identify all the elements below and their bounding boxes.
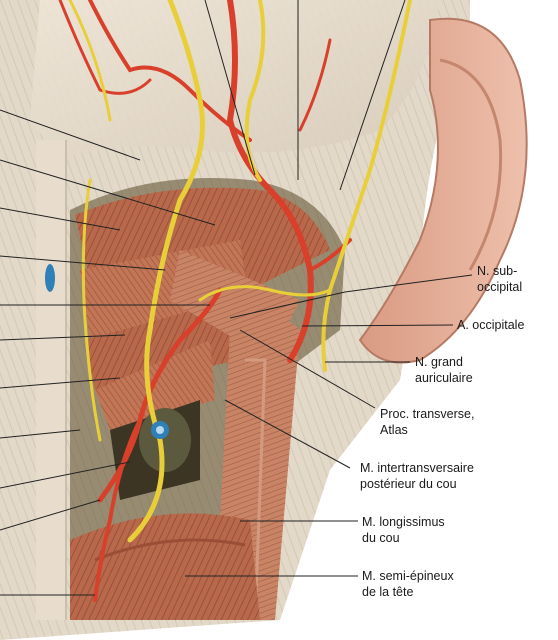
label-line: de la tête <box>362 585 414 599</box>
label-proc-transverse: Proc. transverse, Atlas <box>380 406 474 438</box>
label-line: M. longissimus <box>362 515 445 529</box>
label-m-longissimus: M. longissimus du cou <box>362 514 445 546</box>
label-line: A. occipitale <box>457 318 525 332</box>
label-line: Proc. transverse, <box>380 407 475 421</box>
label-n-grand-auriculaire: N. grand auriculaire <box>415 354 473 386</box>
label-line: occipital <box>477 280 523 294</box>
label-n-suboccipital: N. sub- occipital <box>477 263 522 295</box>
label-a-occipitale: A. occipitale <box>457 317 524 333</box>
label-line: postérieur du cou <box>360 477 457 491</box>
label-m-semi-epineux: M. semi-épineux de la tête <box>362 568 454 600</box>
label-line: M. intertransversaire <box>360 461 474 475</box>
label-m-intertransversaire: M. intertransversaire postérieur du cou <box>360 460 474 492</box>
label-line: M. semi-épineux <box>362 569 454 583</box>
label-line: N. grand <box>415 355 463 369</box>
label-line: Atlas <box>380 423 408 437</box>
label-line: auriculaire <box>415 371 473 385</box>
label-line: du cou <box>362 531 400 545</box>
label-line: N. sub- <box>477 264 518 278</box>
